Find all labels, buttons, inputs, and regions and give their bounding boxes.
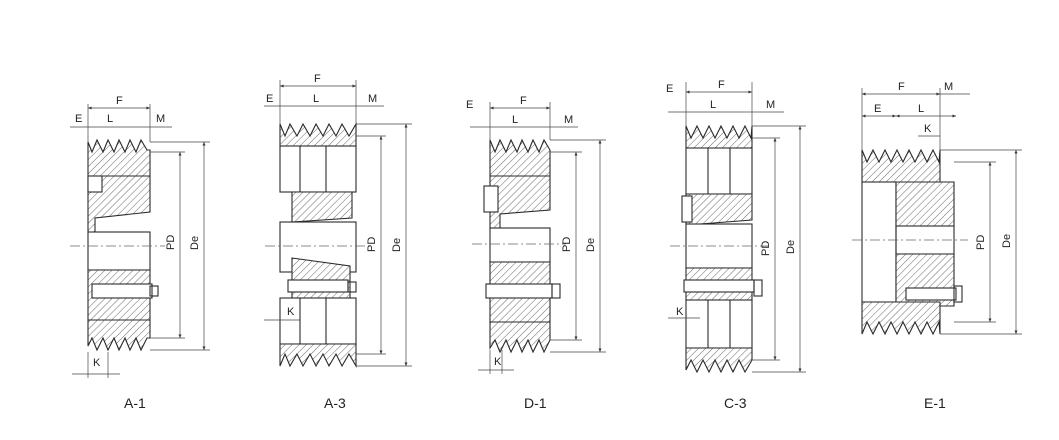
label-l: L — [918, 103, 924, 115]
label-k: K — [287, 306, 295, 318]
figure-caption: E-1 — [924, 395, 946, 411]
label-k: K — [924, 123, 932, 135]
label-e: E — [666, 83, 673, 95]
label-k: K — [93, 357, 101, 369]
label-de: De — [785, 240, 797, 254]
label-m: M — [368, 93, 377, 105]
label-de: De — [391, 238, 403, 252]
figure-caption: C-3 — [724, 395, 747, 411]
label-k: K — [676, 306, 684, 318]
label-m: M — [156, 113, 165, 125]
figure-caption: D-1 — [524, 395, 547, 411]
label-l: L — [313, 93, 319, 105]
label-e: E — [874, 103, 881, 115]
label-m: M — [564, 114, 573, 126]
label-e: E — [266, 93, 273, 105]
label-l: L — [512, 114, 518, 126]
label-m: M — [766, 99, 775, 111]
label-k: K — [494, 356, 502, 368]
label-pd: PD — [561, 237, 573, 252]
label-f: F — [116, 95, 123, 107]
label-pd: PD — [760, 241, 772, 256]
label-pd: PD — [975, 235, 987, 250]
label-f: F — [718, 79, 725, 91]
label-f: F — [314, 73, 321, 85]
label-de: De — [585, 238, 597, 252]
figure-d1: E L F M K PD De D-1 — [466, 95, 606, 411]
figure-c3: E L F M K PD De C-3 — [666, 79, 806, 411]
figure-caption: A-3 — [324, 395, 346, 411]
label-pd: PD — [165, 235, 177, 250]
label-pd: PD — [366, 237, 378, 252]
figure-a3: E L F M K PD De A-3 — [264, 73, 412, 411]
label-e: E — [75, 113, 82, 125]
label-de: De — [189, 236, 201, 250]
figure-e1: E L F M K PD De E-1 — [852, 81, 1022, 411]
label-f: F — [520, 95, 527, 107]
label-m: M — [944, 81, 953, 93]
figure-a1: E L F M K PD De A-1 — [70, 95, 210, 411]
figure-caption: A-1 — [124, 395, 146, 411]
label-l: L — [107, 113, 113, 125]
label-f: F — [898, 81, 905, 93]
label-de: De — [1001, 234, 1013, 248]
label-e: E — [466, 99, 473, 111]
label-l: L — [710, 99, 716, 111]
